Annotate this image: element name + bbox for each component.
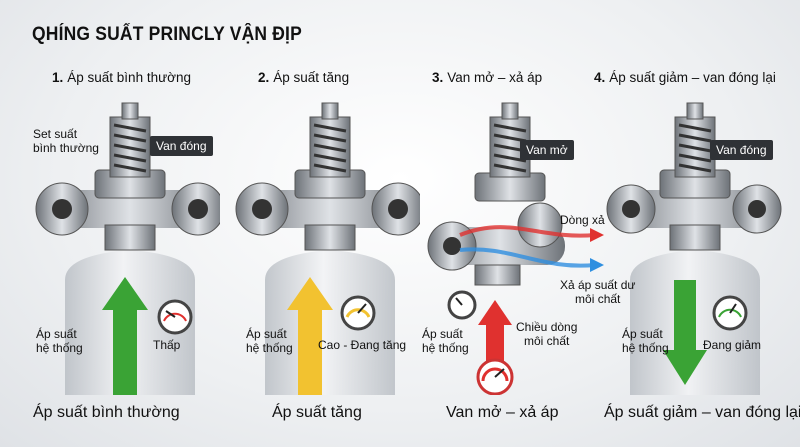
relief-flow-red bbox=[459, 225, 604, 242]
pressure-arrow-up bbox=[102, 277, 148, 395]
valve-body bbox=[235, 102, 420, 251]
discharge-flow-label: Dòng xả bbox=[560, 213, 605, 227]
pressure-gauge bbox=[712, 295, 748, 331]
valve-body bbox=[35, 102, 220, 251]
stage-2-caption: Áp suất tăng bbox=[272, 404, 362, 421]
pressure-arrow-up bbox=[287, 277, 333, 395]
stage-3-illustration bbox=[427, 102, 604, 395]
pressure-gauge-large bbox=[476, 358, 514, 395]
stage-3-heading: 3.Van mở – xả áp bbox=[432, 70, 543, 85]
valve-closed-badge: Van đóng bbox=[150, 136, 213, 156]
stage-4-illustration bbox=[606, 102, 782, 395]
pressure-gauge bbox=[157, 299, 193, 335]
gauge-decreasing-label: Đang giảm bbox=[703, 338, 762, 352]
pressure-gauge bbox=[340, 295, 376, 331]
valve-open-badge: Van mở bbox=[520, 140, 574, 160]
stage-1-caption: Áp suất bình thường bbox=[33, 404, 180, 421]
gauge-high-label: Cao - Đang tăng bbox=[318, 338, 407, 352]
stage-3-caption: Van mở – xả áp bbox=[446, 404, 559, 421]
stage-2-heading: 2.Áp suất tăng bbox=[258, 70, 350, 85]
stage-1-illustration bbox=[35, 102, 220, 395]
relief-flow-blue bbox=[459, 247, 604, 272]
gauge-low-label: Thấp bbox=[153, 338, 181, 352]
valve-closed-badge: Van đóng bbox=[710, 140, 773, 160]
pressure-gauge-small bbox=[447, 290, 477, 320]
page-title: QHÍNG SUẤT PRINCLY VẬN ĐỊP bbox=[32, 24, 302, 45]
pressure-arrow-down bbox=[663, 280, 707, 385]
stage-4-heading: 4.Áp suất giảm – van đóng lại bbox=[594, 70, 776, 85]
valve-body bbox=[606, 102, 782, 251]
valve-body bbox=[427, 102, 565, 286]
stage-2-illustration bbox=[235, 102, 420, 395]
stage-1-heading: 1.Áp suất bình thường bbox=[52, 70, 191, 85]
stage-4-caption: Áp suất giảm – van đóng lại bbox=[604, 404, 800, 421]
